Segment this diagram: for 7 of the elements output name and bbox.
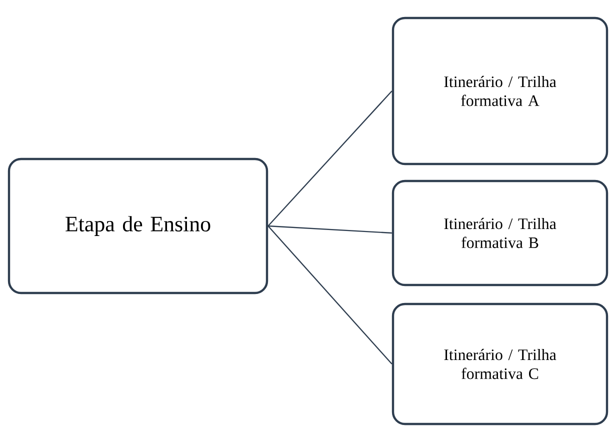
- connector-line: [268, 226, 392, 364]
- connector-line: [268, 225, 392, 234]
- process-box: Itinerário / Trilha formativa C: [392, 302, 608, 426]
- process-box: Etapa de Ensino: [8, 158, 268, 294]
- connector-line: [268, 90, 392, 226]
- process-box: Itinerário / Trilha formativa B: [392, 180, 608, 286]
- process-box: Itinerário / Trilha formativa A: [392, 16, 608, 166]
